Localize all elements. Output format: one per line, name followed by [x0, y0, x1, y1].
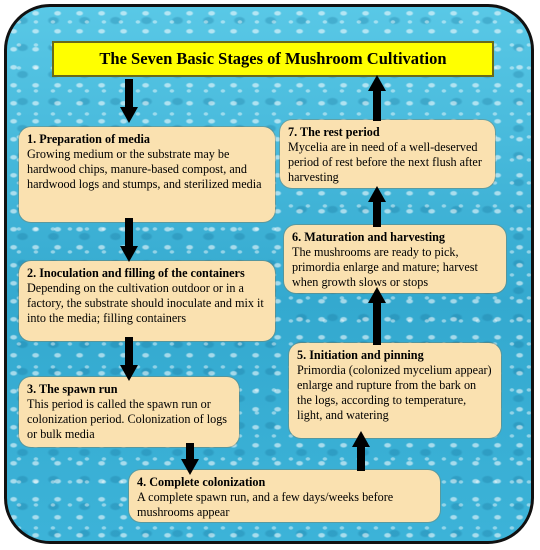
- stage-2-heading: 2. Inoculation and filling of the contai…: [27, 266, 245, 280]
- diagram-title: The Seven Basic Stages of Mushroom Culti…: [52, 41, 494, 77]
- arrow-down-stage-1-to-2: [120, 218, 138, 262]
- arrow-down-stage-3-to-4: [181, 443, 199, 475]
- stage-2-box: 2. Inoculation and filling of the contai…: [19, 261, 275, 341]
- stage-6-heading: 6. Maturation and harvesting: [292, 230, 446, 244]
- arrow-up-stage-6-to-7: [368, 186, 386, 227]
- stage-1-box: 1. Preparation of media Growing medium o…: [19, 127, 275, 222]
- arrow-down-title-to-stage-1: [120, 79, 138, 123]
- stage-7-heading: 7. The rest period: [288, 125, 380, 139]
- stage-5-text: Primordia (colonized mycelium appear) en…: [297, 363, 492, 422]
- stage-5-box: 5. Initiation and pinning Primordia (col…: [289, 343, 501, 438]
- stage-7-box: 7. The rest period Mycelia are in need o…: [280, 120, 495, 188]
- stage-4-text: A complete spawn run, and a few days/wee…: [137, 490, 394, 519]
- stage-4-box: 4. Complete colonization A complete spaw…: [129, 470, 440, 522]
- stage-3-heading: 3. The spawn run: [27, 382, 118, 396]
- stage-1-text: Growing medium or the substrate may be h…: [27, 147, 262, 191]
- stage-4-heading: 4. Complete colonization: [137, 475, 266, 489]
- stage-3-box: 3. The spawn run This period is called t…: [19, 377, 239, 447]
- stage-6-text: The mushrooms are ready to pick, primord…: [292, 245, 478, 289]
- diagram-frame: The Seven Basic Stages of Mushroom Culti…: [4, 4, 534, 544]
- stage-6-box: 6. Maturation and harvesting The mushroo…: [284, 225, 506, 293]
- arrow-down-stage-2-to-3: [120, 337, 138, 381]
- stage-3-text: This period is called the spawn run or c…: [27, 397, 228, 441]
- stage-2-text: Depending on the cultivation outdoor or …: [27, 281, 264, 325]
- stage-5-heading: 5. Initiation and pinning: [297, 348, 424, 362]
- stage-1-heading: 1. Preparation of media: [27, 132, 150, 146]
- stage-7-text: Mycelia are in need of a well-deserved p…: [288, 140, 482, 184]
- arrow-up-stage-4-to-5: [352, 431, 370, 471]
- arrow-up-stage-5-to-6: [368, 287, 386, 345]
- arrow-up-stage-7-to-title: [368, 75, 386, 121]
